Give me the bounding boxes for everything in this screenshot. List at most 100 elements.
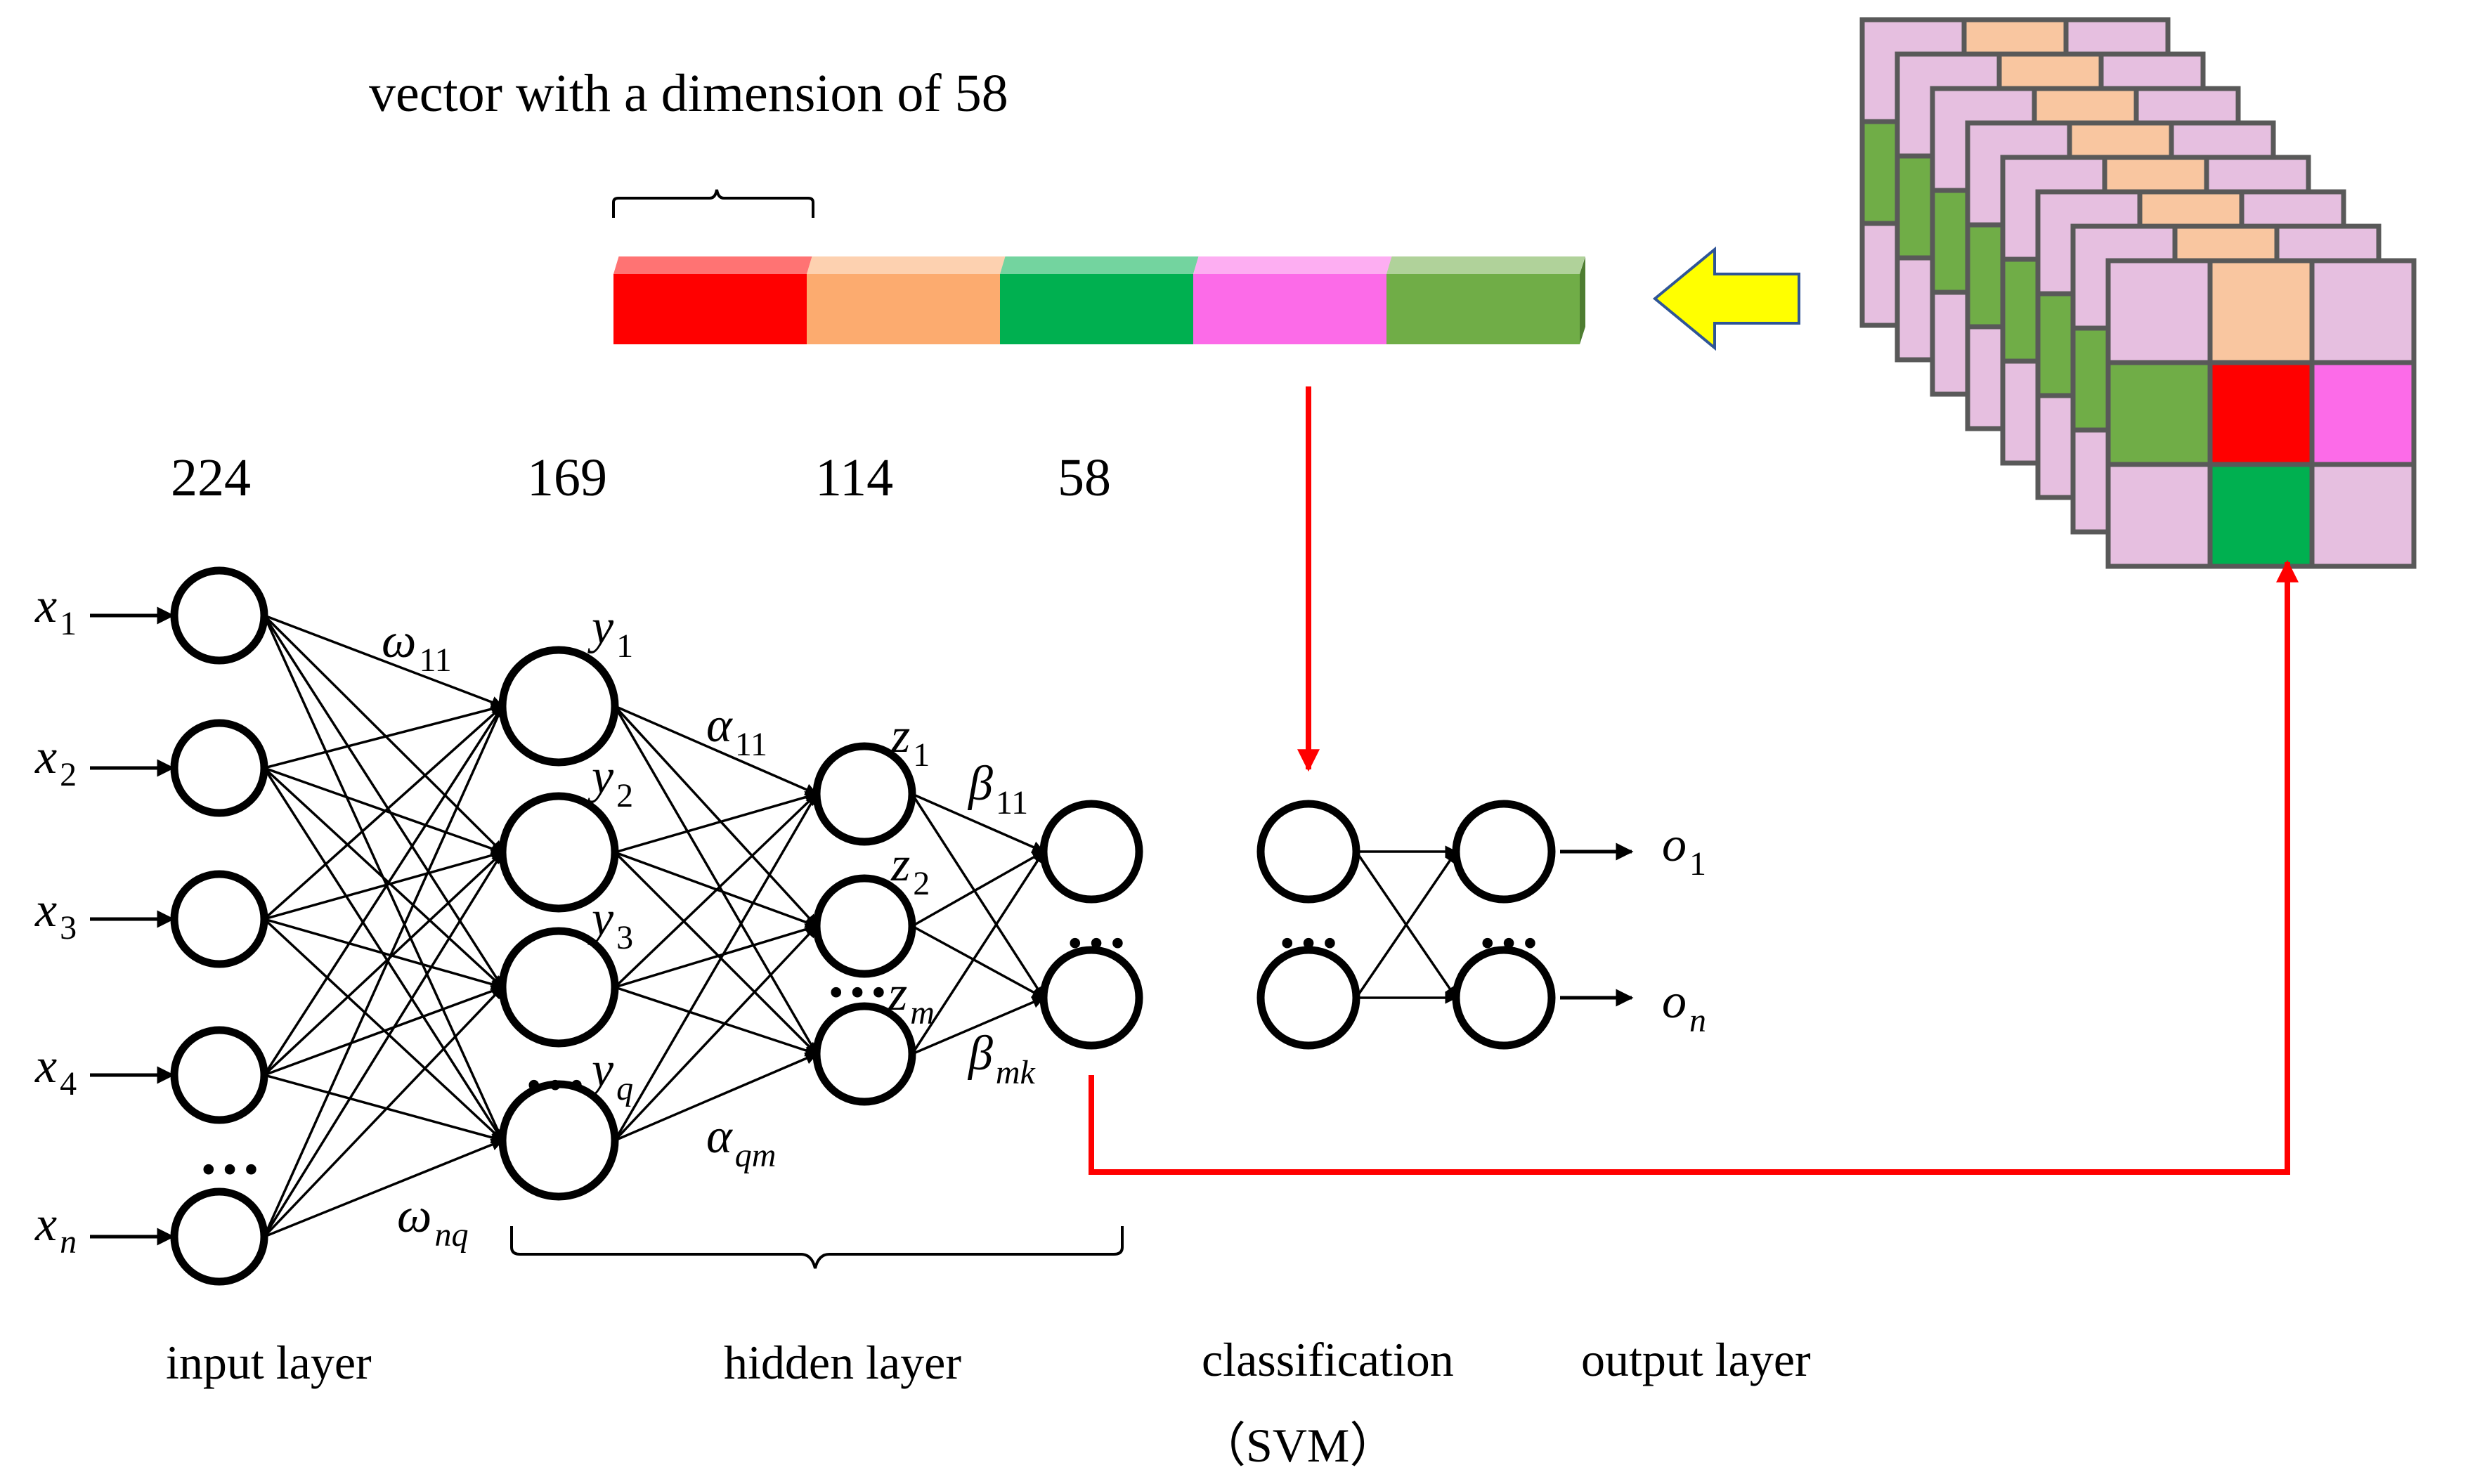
edge-input-h1-0-2	[263, 615, 504, 989]
ellipsis-svm: …	[1277, 892, 1340, 961]
edge-h2-h3-2-1	[911, 996, 1045, 1055]
edge-h1-h2-3-1	[613, 925, 818, 1142]
node-layer2-3	[498, 927, 619, 1048]
edge-input-h1-2-2	[264, 918, 504, 991]
input-label-1: x1	[34, 579, 77, 642]
vector-segment-top-4	[1193, 256, 1392, 274]
hidden1-labels: y1 y2 y3 yq	[587, 600, 633, 1107]
classification-label: classification	[1202, 1333, 1454, 1386]
edge-input-h1-0-0	[264, 614, 504, 708]
ellipsis-hidden2: …	[826, 941, 889, 1010]
node-layer4-2	[1039, 946, 1143, 1050]
node-layer3-3	[812, 1002, 916, 1106]
vector-segment-4	[1193, 274, 1386, 344]
node-layer2-4	[498, 1080, 619, 1201]
weight-beta-11: β11	[967, 757, 1028, 821]
output-label-n: on	[1662, 975, 1706, 1039]
feature-map-8-cell-1-1	[2207, 360, 2315, 467]
weight-alpha-11: α11	[706, 698, 767, 763]
vector-segment-1	[613, 274, 807, 344]
layer-size-hidden3: 58	[1058, 448, 1111, 507]
node-layer5-1	[1256, 800, 1360, 904]
network-to-featuremap-arrow	[1089, 559, 2299, 1175]
edge-input-h1-3-1	[263, 851, 504, 1076]
feature-vector-bar	[613, 256, 1585, 344]
edge-input-h1-3-2	[264, 985, 504, 1076]
output-layer-label: output layer	[1581, 1333, 1811, 1386]
edge-input-h1-4-1	[263, 851, 504, 1237]
yellow-arrow-icon	[1652, 246, 1800, 351]
hidden-layer-label: hidden layer	[724, 1336, 961, 1389]
node-layer1-2	[170, 719, 268, 817]
edge-h1-h2-0-2	[613, 705, 818, 1055]
node-layer1-4	[170, 1026, 268, 1124]
edge-h1-h2-1-0	[614, 790, 818, 854]
edge-input-h1-2-3	[263, 918, 504, 1142]
ellipsis-input: …	[198, 1118, 261, 1187]
feature-map-8-cell-1-2	[2309, 360, 2417, 467]
edge-h2-h3-2-0	[911, 850, 1045, 1055]
input-labels: x1 x2 x3 x4 xn	[34, 579, 77, 1261]
feature-map-8-cell-2-1	[2207, 462, 2315, 569]
edge-input-h1-3-3	[264, 1074, 504, 1144]
feature-map-8-cell-0-2	[2309, 258, 2417, 365]
feature-map-8-cell-0-1	[2207, 258, 2315, 365]
layer-size-input: 224	[171, 448, 251, 507]
output-labels: o1 on	[1662, 818, 1706, 1039]
vector-end-face	[1580, 256, 1585, 344]
ellipsis-hidden1: …	[524, 1034, 587, 1103]
z-label-2: z2	[890, 838, 930, 902]
output-label-1: o1	[1662, 818, 1706, 883]
node-layer3-1	[812, 742, 916, 846]
vector-brace	[612, 189, 814, 218]
node-layer2-2	[498, 792, 619, 913]
y-label-2: y2	[587, 750, 633, 814]
feature-map-8-cell-2-2	[2309, 462, 2417, 569]
network-connections	[263, 614, 1457, 1238]
weight-labels: ω11 ωnq α11 αqm β11 βmk	[382, 614, 1037, 1254]
edge-input-h1-1-2	[263, 767, 504, 989]
edge-h1-h2-3-2	[614, 1053, 818, 1142]
ellipsis-output: …	[1477, 892, 1540, 961]
node-layer6-2	[1452, 946, 1556, 1050]
node-layer1-1	[170, 566, 268, 665]
input-label-2: x2	[34, 730, 77, 793]
edge-h2-h3-0-0	[911, 793, 1045, 853]
edge-input-h1-4-2	[263, 986, 504, 1238]
edge-h2-h3-1-1	[911, 925, 1045, 999]
network-nodes	[170, 566, 1556, 1286]
node-layer6-1	[1452, 800, 1556, 904]
y-label-q: yq	[587, 1043, 633, 1107]
edge-svm-1-0	[1355, 850, 1457, 998]
node-layer1-5	[170, 1187, 268, 1286]
y-label-3: y3	[587, 892, 633, 956]
vector-segment-top-1	[613, 256, 812, 274]
feature-map-8-cell-2-0	[2105, 462, 2213, 569]
layer-size-hidden2: 114	[815, 448, 893, 507]
edge-input-h1-2-1	[264, 849, 504, 920]
vector-title: vector with a dimension of 58	[369, 64, 1008, 123]
edge-h1-h2-0-1	[613, 705, 818, 928]
edge-h1-h2-1-2	[613, 851, 818, 1055]
node-layer5-2	[1256, 946, 1360, 1050]
input-label-3: x3	[34, 883, 77, 946]
input-label-4: x4	[34, 1039, 77, 1102]
vector-segment-5	[1386, 274, 1580, 344]
edge-input-h1-4-0	[263, 705, 504, 1237]
edge-input-h1-4-3	[264, 1138, 504, 1238]
ellipsis-hidden3: …	[1065, 892, 1128, 961]
edge-input-h1-3-0	[263, 705, 504, 1076]
vector-segment-top-3	[1000, 256, 1199, 274]
feature-map-8-cell-1-0	[2105, 360, 2213, 467]
layer-size-hidden1: 169	[527, 448, 607, 507]
edge-h1-h2-2-2	[614, 986, 818, 1057]
edge-input-h1-1-0	[264, 703, 504, 769]
input-layer-label: input layer	[166, 1336, 372, 1389]
z-label-m: zm	[888, 967, 935, 1031]
edge-input-h1-2-0	[263, 705, 504, 920]
input-arrows	[90, 606, 1634, 1246]
y-label-1: y1	[587, 600, 633, 665]
z-label-1: z1	[890, 709, 930, 774]
vector-segment-3	[1000, 274, 1193, 344]
